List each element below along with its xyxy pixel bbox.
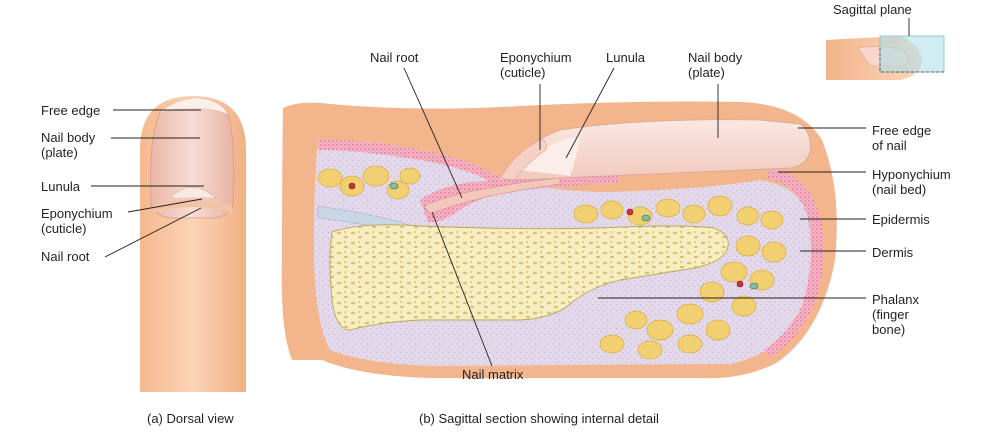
sagittal-lunula-shape xyxy=(520,138,580,176)
leader-s-nail-matrix xyxy=(431,211,493,367)
leader-eponychium xyxy=(127,198,203,213)
sagittal-tip-epidermis xyxy=(764,168,824,358)
label-sagittal-phalanx: Phalanx (finger bone) xyxy=(872,292,919,337)
label-sagittal-hyponychium: Hyponychium (nail bed) xyxy=(872,167,951,197)
caption-dorsal-view: (a) Dorsal view xyxy=(147,411,234,426)
dorsal-eponychium-shape xyxy=(152,199,232,214)
sagittal-nail-plate xyxy=(503,119,811,181)
dorsal-finger-illustration xyxy=(140,96,246,392)
leader-nail-root xyxy=(104,207,202,258)
label-sagittal-eponychium: Eponychium (cuticle) xyxy=(500,50,572,80)
label-dorsal-nail-body: Nail body (plate) xyxy=(41,130,96,160)
dorsal-free-edge-shape xyxy=(160,98,228,114)
label-sagittal-nail-root: Nail root xyxy=(370,50,419,65)
caption-sagittal-section: (b) Sagittal section showing internal de… xyxy=(419,411,659,426)
leader-s-nail-root xyxy=(403,67,463,199)
label-dorsal-eponychium: Eponychium (cuticle) xyxy=(41,206,113,236)
label-sagittal-plane: Sagittal plane xyxy=(833,2,912,17)
label-sagittal-epidermis: Epidermis xyxy=(872,212,930,227)
label-dorsal-nail-root: Nail root xyxy=(41,249,90,264)
inset-plane xyxy=(879,35,945,73)
label-sagittal-lunula: Lunula xyxy=(606,50,646,65)
inset-plane-dashes xyxy=(879,48,944,73)
label-sagittal-nail-matrix: Nail matrix xyxy=(462,367,524,382)
dorsal-nail-plate xyxy=(150,97,235,219)
label-dorsal-lunula: Lunula xyxy=(41,179,81,194)
sagittal-leader-lines xyxy=(403,67,866,367)
leader-s-lunula xyxy=(565,67,615,159)
sagittal-phalanx-bone xyxy=(329,224,729,331)
label-sagittal-free-edge: Free edge of nail xyxy=(872,123,932,153)
label-sagittal-nail-body: Nail body (plate) xyxy=(688,50,743,80)
label-dorsal-free-edge: Free edge xyxy=(41,103,101,118)
sagittal-nail-matrix xyxy=(420,172,620,223)
sagittal-section-illustration xyxy=(281,101,837,379)
dorsal-lunula-shape xyxy=(169,186,217,199)
label-sagittal-dermis: Dermis xyxy=(872,245,914,260)
sagittal-vessels xyxy=(348,182,759,290)
sagittal-plane-inset xyxy=(826,18,945,80)
sagittal-cuticle-shape xyxy=(499,139,547,181)
sagittal-fat-lobules xyxy=(317,165,787,360)
sagittal-fold-epidermis xyxy=(318,139,500,186)
sagittal-nail-root-shape xyxy=(423,177,561,215)
dorsal-leader-lines xyxy=(91,109,204,258)
